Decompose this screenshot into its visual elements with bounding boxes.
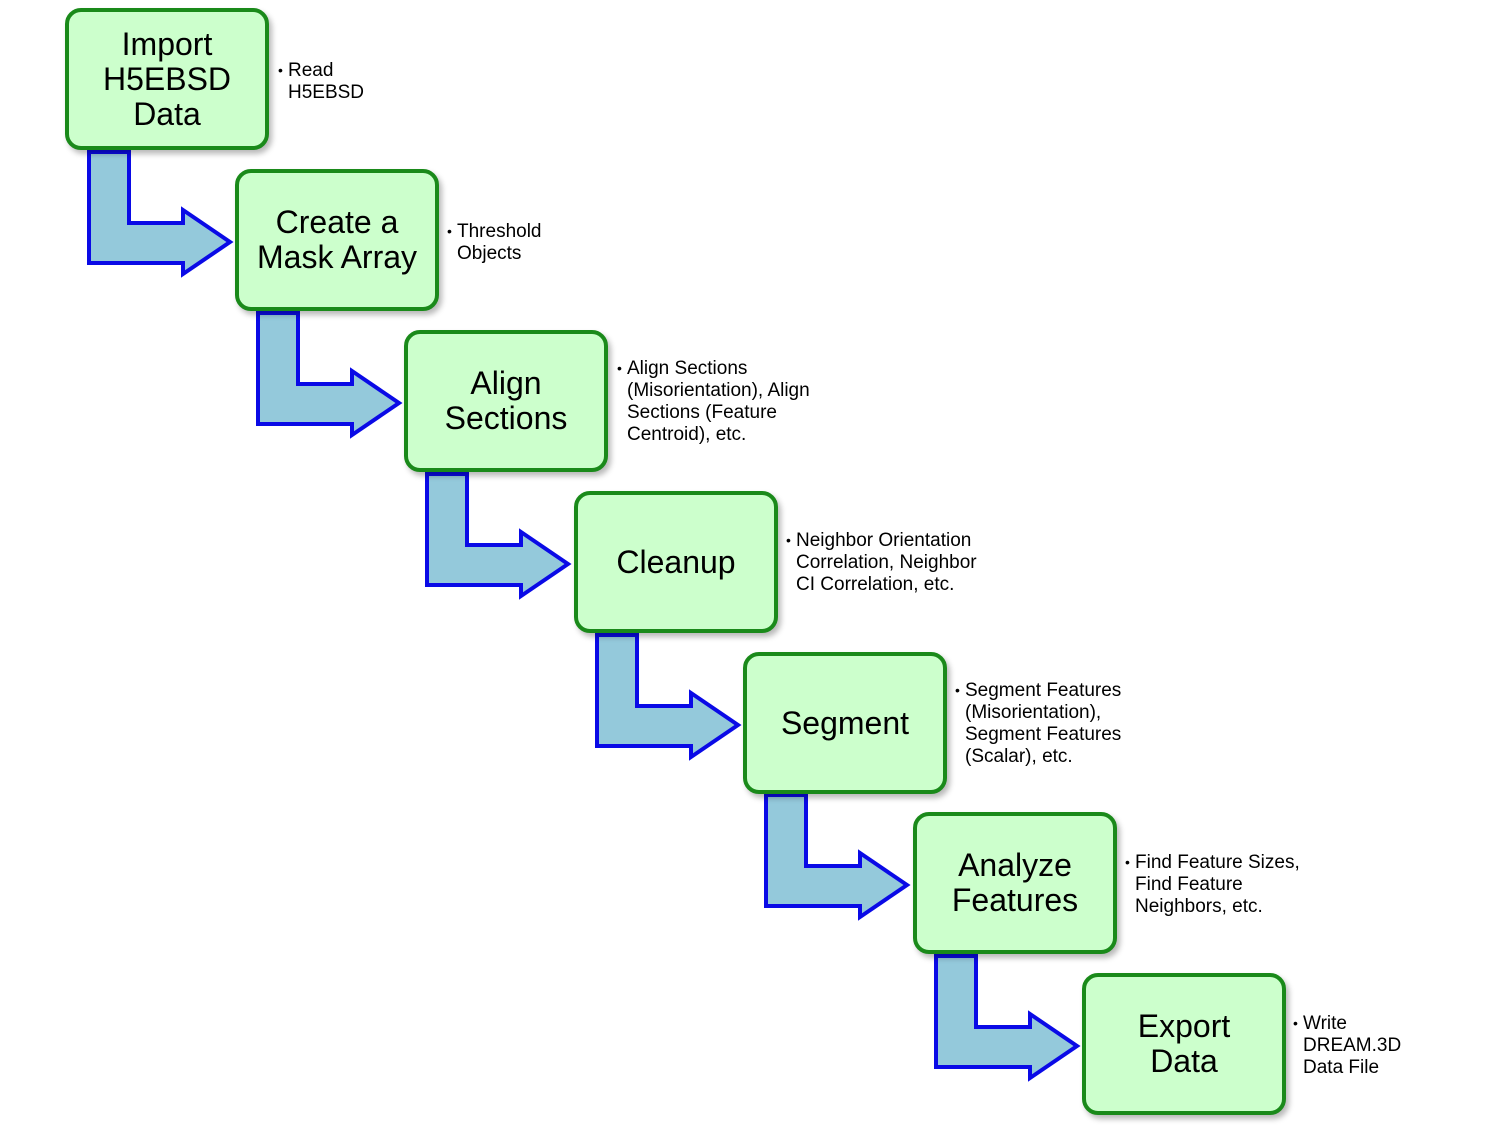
step-title: Create a Mask Array (256, 204, 418, 275)
step-note-text: Segment Features (Misorientation), Segme… (965, 680, 1122, 767)
arrow-6-to-7 (934, 954, 1081, 1082)
arrow-3-to-4 (425, 472, 572, 600)
arrow-2-to-3 (256, 311, 403, 439)
bullet-icon: • (278, 62, 283, 78)
step-analyze-note: • Find Feature Sizes, Find Feature Neighb… (1125, 852, 1300, 918)
bullet-icon: • (1293, 1015, 1298, 1031)
step-title: Import H5EBSD Data (102, 25, 232, 132)
bullet-icon: • (447, 223, 452, 239)
step-title: Analyze Features (951, 847, 1079, 918)
step-align-box: Align Sections (404, 330, 608, 472)
arrow-1-to-2 (87, 150, 234, 278)
step-segment-box: Segment (743, 652, 947, 794)
step-title: Export Data (1137, 1008, 1231, 1079)
step-note-text: Read H5EBSD (288, 60, 365, 103)
arrow-4-to-5 (595, 633, 742, 761)
step-note-text: Align Sections (Misorientation), Align S… (627, 358, 810, 445)
step-export-box: Export Data (1082, 973, 1286, 1115)
step-analyze-box: Analyze Features (913, 812, 1117, 954)
step-export-note: • Write DREAM.3D Data File (1293, 1013, 1401, 1079)
step-note-text: Neighbor Orientation Correlation, Neighb… (796, 530, 977, 595)
step-title: Align Sections (444, 365, 568, 436)
step-import-box: Import H5EBSD Data (65, 8, 269, 150)
step-title: Cleanup (616, 543, 736, 580)
step-note-text: Write DREAM.3D Data File (1303, 1013, 1402, 1078)
bullet-icon: • (786, 532, 791, 548)
step-import-note: • Read H5EBSD (278, 60, 364, 104)
arrow-5-to-6 (764, 793, 911, 921)
step-note-text: Threshold Objects (457, 221, 542, 264)
bullet-icon: • (955, 682, 960, 698)
step-title: Segment (780, 704, 910, 741)
step-segment-note: • Segment Features (Misorientation), Segm… (955, 680, 1121, 768)
step-cleanup-box: Cleanup (574, 491, 778, 633)
bullet-icon: • (1125, 854, 1130, 870)
step-align-note: • Align Sections (Misorientation), Align … (617, 358, 810, 446)
bullet-icon: • (617, 360, 622, 376)
step-note-text: Find Feature Sizes, Find Feature Neighbo… (1135, 852, 1300, 917)
step-mask-note: • Threshold Objects (447, 221, 542, 265)
step-cleanup-note: • Neighbor Orientation Correlation, Neigh… (786, 530, 977, 596)
step-mask-box: Create a Mask Array (235, 169, 439, 311)
